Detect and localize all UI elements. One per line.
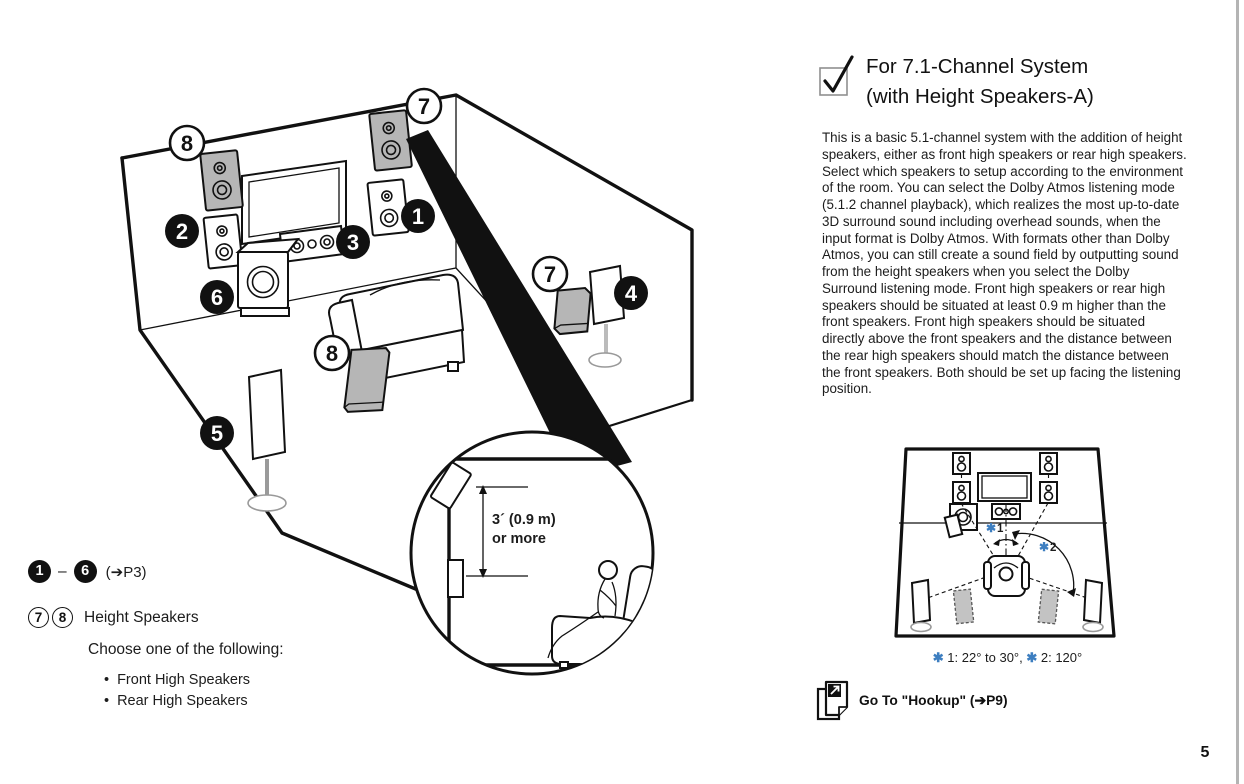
svg-text:8: 8 <box>326 341 338 366</box>
mini-guide-lines <box>921 502 1094 601</box>
asterisk-1: ✱ <box>932 650 944 665</box>
svg-text:7: 7 <box>418 94 430 119</box>
svg-text:3: 3 <box>347 230 359 255</box>
speaker-badges: 8 7 2 1 3 6 8 5 7 4 <box>165 87 648 450</box>
mini-rear-high-left-alt <box>952 588 975 625</box>
mini-rear-high-right-alt <box>1037 588 1060 625</box>
surround-speaker-left <box>247 368 287 512</box>
body-paragraph: This is a basic 5.1-channel system with … <box>822 130 1187 397</box>
legend-range-row: 1 – 6 (➔P3) <box>28 560 284 583</box>
mini-tv <box>977 472 1032 502</box>
bullet-icon: • <box>104 692 110 709</box>
placement-mini-diagram: ✱ 1 ✱ 2 <box>894 447 1116 638</box>
inset-detail: 3´ (0.9 m) or more <box>409 430 655 676</box>
badge-5-surround-left: 5 <box>200 416 234 450</box>
badge-3-center: 3 <box>336 225 370 259</box>
inset-front-speaker <box>447 559 464 598</box>
svg-text:2: 2 <box>176 219 188 244</box>
inset-note-line2: or more <box>492 531 546 547</box>
svg-text:1: 1 <box>997 523 1004 535</box>
badge-7-front-high: 7 <box>405 87 443 125</box>
legend-badge-7: 7 <box>28 607 49 628</box>
surround-speaker-right <box>588 264 626 368</box>
legend-option-rear-high: •Rear High Speakers <box>104 692 248 709</box>
mini-front-high-right <box>1039 452 1058 504</box>
subwoofer <box>235 237 301 317</box>
bullet-icon: • <box>104 672 110 688</box>
legend-badge-1: 1 <box>28 560 51 583</box>
legend-dash: – <box>58 562 67 580</box>
legend-badge-6: 6 <box>73 560 97 583</box>
legend-height-row: 7 8 Height Speakers <box>28 607 284 628</box>
inset-height-speaker <box>430 461 472 510</box>
front-high-speaker-right <box>368 109 413 172</box>
section-title: For 7.1-Channel System (with Height Spea… <box>817 52 1094 112</box>
svg-text:5: 5 <box>211 421 223 446</box>
legend: 1 – 6 (➔P3) 7 8 Height Speakers Choose o… <box>28 560 284 711</box>
goto-hookup-link[interactable]: Go To "Hookup" (➔P9) <box>816 680 1008 722</box>
legend-options: •Front High Speakers •Rear High Speakers <box>104 670 284 711</box>
page-title: For 7.1-Channel System (with Height Spea… <box>866 55 1094 108</box>
mini-surround-right <box>1082 578 1104 633</box>
legend-page-ref[interactable]: (➔P3) <box>105 563 147 581</box>
mini-angle-1: ✱ 1 <box>986 521 1019 546</box>
badge-6-subwoofer: 6 <box>200 280 234 314</box>
goto-pages-icon <box>816 680 849 721</box>
svg-text:1: 1 <box>412 204 424 229</box>
angle-caption: ✱ 1: 22° to 30°, ✱ 2: 120° <box>932 650 1083 665</box>
page-number: 5 <box>1200 744 1210 761</box>
asterisk-2: ✱ <box>1026 650 1038 665</box>
svg-text:7: 7 <box>544 262 556 287</box>
svg-text:✱: ✱ <box>1039 540 1049 554</box>
mini-listener <box>983 555 1030 597</box>
badge-8-front-high: 8 <box>168 124 206 162</box>
svg-text:6: 6 <box>211 285 223 310</box>
svg-text:2: 2 <box>1050 542 1056 554</box>
front-speaker-left <box>202 213 244 270</box>
front-high-speaker-left <box>199 149 244 212</box>
svg-text:4: 4 <box>625 281 638 306</box>
badge-8-rear-high: 8 <box>313 334 351 372</box>
legend-height-label: Height Speakers <box>84 608 199 626</box>
svg-text:✱: ✱ <box>986 521 996 535</box>
goto-label[interactable]: Go To "Hookup" (➔P9) <box>859 693 1008 708</box>
mini-angle-2: ✱ 2 <box>1012 530 1076 597</box>
badge-1-front-right: 1 <box>401 199 435 233</box>
front-speaker-right <box>366 178 410 237</box>
svg-text:8: 8 <box>181 131 193 156</box>
badge-2-front-left: 2 <box>165 214 199 248</box>
rear-high-speaker-right <box>553 287 592 336</box>
inset-note-line1: 3´ (0.9 m) <box>492 512 556 528</box>
rear-high-speaker-left <box>343 347 391 413</box>
room-diagram: 3´ (0.9 m) or more 8 7 <box>120 87 694 676</box>
legend-choose-label: Choose one of the following: <box>88 641 284 658</box>
mini-subwoofer <box>943 503 978 539</box>
badge-4-surround-right: 4 <box>614 276 648 310</box>
inset-dimension-arrow <box>466 485 528 578</box>
zoom-beam <box>406 130 632 478</box>
checkbox-checked-icon <box>819 55 854 96</box>
mini-surround-left <box>910 578 932 633</box>
badge-7-rear-high: 7 <box>531 255 569 293</box>
page-edge-line <box>1236 0 1239 784</box>
legend-option-front-high: •Front High Speakers <box>104 672 251 688</box>
legend-badge-8: 8 <box>52 607 73 628</box>
